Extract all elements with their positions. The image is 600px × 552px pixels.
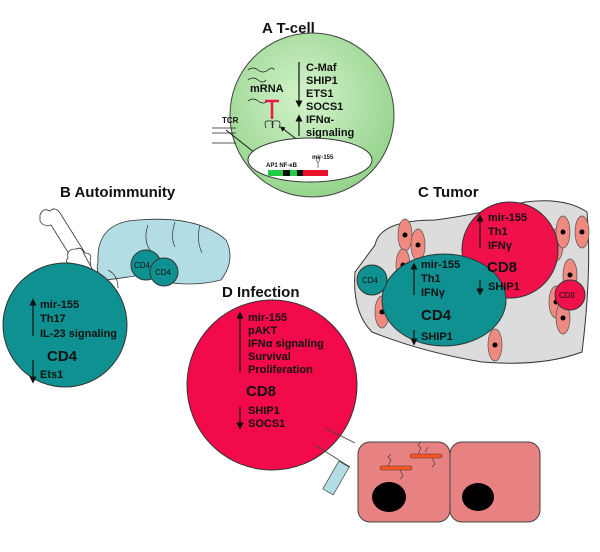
tcr-contact [314, 427, 356, 468]
tcr-label: TCR [222, 116, 239, 125]
ifna-label: IFNα- [306, 114, 334, 126]
up-item: mir-155 [488, 212, 527, 224]
down-item: Ets1 [40, 369, 63, 381]
gene-cmaf: C-Maf [306, 62, 337, 74]
mrna-label: mRNA [250, 83, 284, 95]
up-item: mir-155 [248, 312, 287, 324]
signaling-label: signaling [306, 127, 354, 139]
panel-d-infection: D Infection mir-155 pAKT IFNα signaling … [186, 284, 541, 523]
small-cd4-label: CD4 [362, 276, 379, 285]
up-item: mir-155 [421, 259, 460, 271]
gene-ets1: ETS1 [306, 88, 334, 100]
cd8-cell [186, 299, 358, 471]
small-cd4-cell [356, 264, 388, 296]
up-item: IFNγ [488, 240, 513, 252]
up-item: Th1 [421, 273, 441, 285]
up-item: IL-23 signaling [40, 328, 117, 340]
mrna-squiggles-icon [247, 67, 275, 104]
panel-a-title: A T-cell [262, 20, 315, 37]
nucleus [462, 483, 494, 511]
gene-socs1: SOCS1 [306, 101, 343, 113]
small-cd8-cell [554, 279, 586, 311]
cd4-cell [2, 262, 128, 388]
nucleus [372, 482, 406, 512]
brain-cd4-label: CD4 [155, 268, 172, 277]
brain-cd4-label: CD4 [134, 261, 151, 270]
tumor-cell-nucleus [560, 229, 566, 235]
up-item: IFNγ [421, 287, 446, 299]
target-cell [449, 441, 541, 523]
brain-cd4-cell [149, 257, 179, 287]
virus-icon [379, 441, 443, 480]
panel-b-title: B Autoimmunity [60, 184, 176, 201]
tcr-receptor-icon [322, 460, 350, 496]
tumor-cd4-cell [381, 253, 507, 347]
up-item: pAKT [248, 325, 278, 337]
brain-folds [107, 221, 203, 289]
up-item: mir-155 [40, 299, 79, 311]
down-item: SHIP1 [421, 331, 453, 343]
gene-ship1: SHIP1 [306, 75, 338, 87]
tumor-cell-nucleus [415, 242, 421, 248]
up-item: Th17 [40, 313, 66, 325]
small-cd8-label: CD8 [559, 291, 576, 300]
cd4-label: CD4 [421, 307, 452, 324]
tumor-cell-nucleus [402, 232, 408, 238]
cd8-label: CD8 [487, 259, 517, 276]
panel-c-title: C Tumor [418, 184, 479, 201]
cd8-label: CD8 [246, 383, 276, 400]
up-item: Survival [248, 351, 291, 363]
gene-label: mir-155 [312, 155, 334, 161]
panel-a-tcell: A T-cell C-Maf SHIP1 ETS1 SOCS1 IFNα- si… [212, 20, 395, 198]
cd4-label: CD4 [47, 348, 78, 365]
promoter-label: AP1 NF-κB [266, 163, 298, 169]
inhibit-bar-icon [265, 99, 279, 119]
down-item: SOCS1 [248, 418, 285, 430]
up-item: Th1 [488, 226, 508, 238]
panel-c-tumor: C Tumor CD4 CD8 mir-155 Th1 IFNγ CD8 SHI… [354, 184, 590, 364]
panel-b-autoimmunity: B Autoimmunity CD4 CD4 mir-155 Th17 IL-2… [2, 184, 231, 388]
mirna-hairpin-icon [264, 120, 281, 129]
up-item: IFNα signaling [248, 338, 324, 350]
tumor-cell-nucleus [567, 272, 573, 278]
gene-bar [268, 170, 328, 176]
tcr-receptor-icon [212, 127, 236, 144]
up-item: Proliferation [248, 364, 313, 376]
hairpin-icon [316, 156, 320, 168]
down-item: SHIP1 [248, 405, 280, 417]
tumor-cell-nucleus [492, 342, 498, 348]
tumor-cell-nucleus [579, 229, 585, 235]
panel-d-title: D Infection [222, 284, 300, 301]
tumor-cell-nucleus [560, 315, 566, 321]
down-item: SHIP1 [488, 281, 520, 293]
